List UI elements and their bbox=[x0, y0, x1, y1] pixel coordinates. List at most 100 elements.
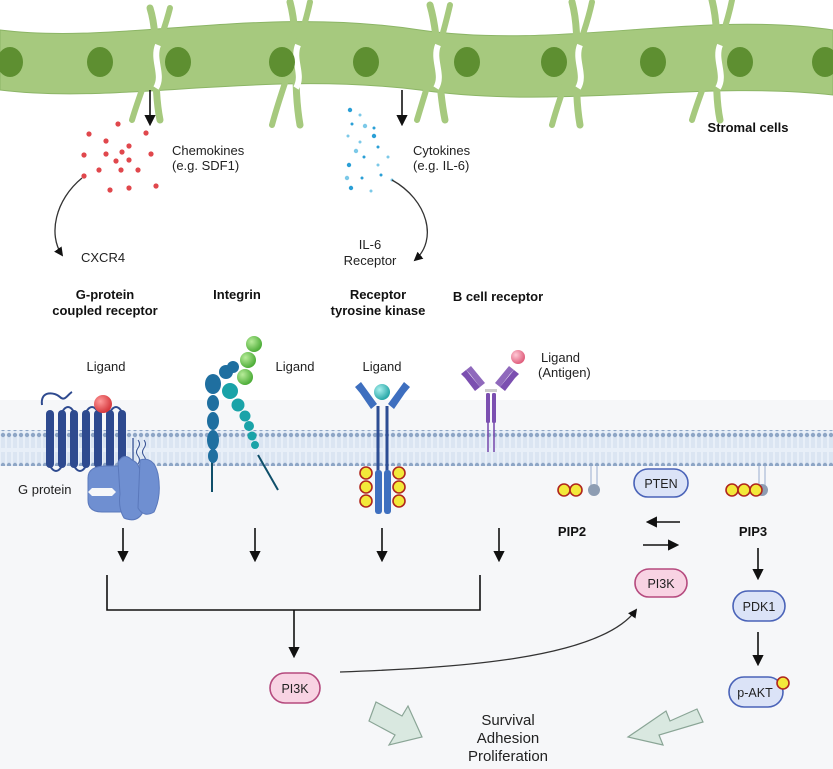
gpcr-helix bbox=[58, 410, 66, 468]
pakt-phosphate bbox=[776, 676, 790, 690]
chemokine-dot bbox=[153, 183, 159, 189]
phosphate-group bbox=[359, 480, 373, 494]
cytokine-dot bbox=[344, 175, 350, 181]
outcome-proliferation: Proliferation bbox=[468, 748, 548, 765]
cytokine-dot bbox=[346, 162, 352, 168]
chemokine-dot bbox=[143, 130, 149, 136]
bcr-ligand-label: Ligand bbox=[541, 350, 580, 365]
chemokines-example: (e.g. SDF1) bbox=[172, 158, 239, 173]
chemokine-dot bbox=[148, 151, 154, 157]
bcr-title: B cell receptor bbox=[453, 289, 543, 304]
cytokines-label: Cytokines bbox=[413, 143, 471, 158]
stromal-nucleus bbox=[0, 47, 23, 77]
chemokine-dot bbox=[135, 167, 141, 173]
g-protein bbox=[87, 438, 160, 521]
chemokine-dot bbox=[96, 167, 102, 173]
gpcr-receptor bbox=[40, 391, 126, 472]
pdk1-label: PDK1 bbox=[743, 600, 776, 614]
stromal-nucleus bbox=[454, 47, 480, 77]
pakt-outcome-arrow bbox=[626, 708, 704, 746]
phosphate-group bbox=[359, 466, 373, 480]
cytokine-dot bbox=[347, 107, 353, 113]
bcr-ligand-label-antigen: (Antigen) bbox=[538, 365, 591, 380]
gpcr-helix bbox=[118, 410, 126, 468]
pi3k-to-membrane-pi3k-arrow bbox=[339, 608, 638, 673]
outcome-adhesion: Adhesion bbox=[477, 730, 540, 747]
b-cell-receptor bbox=[461, 350, 525, 452]
rtk-title-1: Receptor bbox=[350, 287, 406, 302]
pakt-node bbox=[728, 676, 784, 708]
phosphate-group bbox=[392, 466, 406, 480]
stromal-process bbox=[129, 5, 173, 123]
chemokine-dot bbox=[103, 138, 109, 144]
chemokine-dot bbox=[113, 158, 119, 164]
phosphate-group bbox=[392, 494, 406, 508]
cytokine-dot bbox=[353, 148, 359, 154]
cytokine-dot bbox=[369, 189, 373, 193]
cell-gap bbox=[433, 43, 442, 90]
chemokine-dot bbox=[86, 131, 92, 137]
gpcr-title-2: coupled receptor bbox=[52, 303, 157, 318]
cytokine-particles bbox=[344, 107, 394, 193]
cell-gap bbox=[293, 43, 302, 90]
gpcr-helix bbox=[46, 410, 54, 468]
integrin-ligand-label: Ligand bbox=[275, 359, 314, 374]
integrin-receptor bbox=[205, 336, 279, 492]
chemokine-dot bbox=[107, 187, 113, 193]
cell-membrane bbox=[0, 430, 833, 466]
pip3-lipid bbox=[725, 466, 768, 497]
chemokine-particles bbox=[81, 121, 159, 193]
pten-node bbox=[633, 468, 689, 498]
cytokine-dot bbox=[386, 155, 390, 159]
cytokine-dot bbox=[379, 173, 383, 177]
pi3k-right-node bbox=[634, 568, 688, 598]
phosphate-group bbox=[359, 494, 373, 508]
phosphate-group bbox=[392, 480, 406, 494]
integrin-ligand bbox=[246, 336, 262, 352]
cytokine-dot bbox=[376, 145, 380, 149]
gpcr-helix bbox=[82, 410, 90, 468]
stromal-cells-label: Stromal cells bbox=[708, 120, 789, 135]
stromal-nucleus bbox=[87, 47, 113, 77]
rtk-ligand bbox=[374, 384, 390, 400]
pi3k-outcome-arrow bbox=[368, 701, 423, 746]
outcome-survival: Survival bbox=[481, 712, 534, 729]
cytokine-dot bbox=[358, 140, 362, 144]
integrin-title: Integrin bbox=[213, 287, 261, 302]
chemokine-dot bbox=[126, 185, 132, 191]
cytokine-dot bbox=[371, 133, 377, 139]
chemokine-dot bbox=[81, 152, 87, 158]
stromal-process bbox=[549, 0, 595, 128]
cytokine-dot bbox=[362, 123, 368, 129]
cytokine-dot bbox=[350, 122, 354, 126]
pip3-label: PIP3 bbox=[739, 524, 767, 539]
gpcr-ligand bbox=[94, 395, 112, 413]
pip2-label: PIP2 bbox=[558, 524, 586, 539]
chemokine-dot bbox=[115, 121, 121, 127]
cytokines-example: (e.g. IL-6) bbox=[413, 158, 469, 173]
stromal-nucleus bbox=[353, 47, 379, 77]
gpcr-helix bbox=[94, 410, 102, 468]
pakt-label: p-AKT bbox=[737, 686, 773, 700]
stromal-nucleus bbox=[165, 47, 191, 77]
pi3k-center-label: PI3K bbox=[281, 682, 309, 696]
pten-label: PTEN bbox=[644, 477, 677, 491]
stromal-nucleus bbox=[812, 47, 833, 77]
stromal-nucleus bbox=[269, 47, 295, 77]
pi3k-right-label: PI3K bbox=[647, 577, 675, 591]
receptor-tyrosine-kinase bbox=[355, 382, 410, 514]
cell-gap bbox=[575, 43, 584, 90]
cytokine-dot bbox=[358, 113, 362, 117]
chemokine-dot bbox=[118, 167, 124, 173]
stromal-cell-band bbox=[0, 21, 833, 98]
chemokine-to-cxcr4-arrow bbox=[54, 177, 83, 257]
cxcr4-label: CXCR4 bbox=[81, 250, 125, 265]
chemokine-dot bbox=[126, 157, 132, 163]
il6-receptor-label-1: IL-6 bbox=[359, 237, 381, 252]
chemokines-label: Chemokines bbox=[172, 143, 245, 158]
gpcr-title-1: G-protein bbox=[76, 287, 135, 302]
cytokine-dot bbox=[362, 155, 366, 159]
stromal-process bbox=[689, 0, 735, 123]
cytokine-to-il6r-arrow bbox=[391, 179, 428, 262]
